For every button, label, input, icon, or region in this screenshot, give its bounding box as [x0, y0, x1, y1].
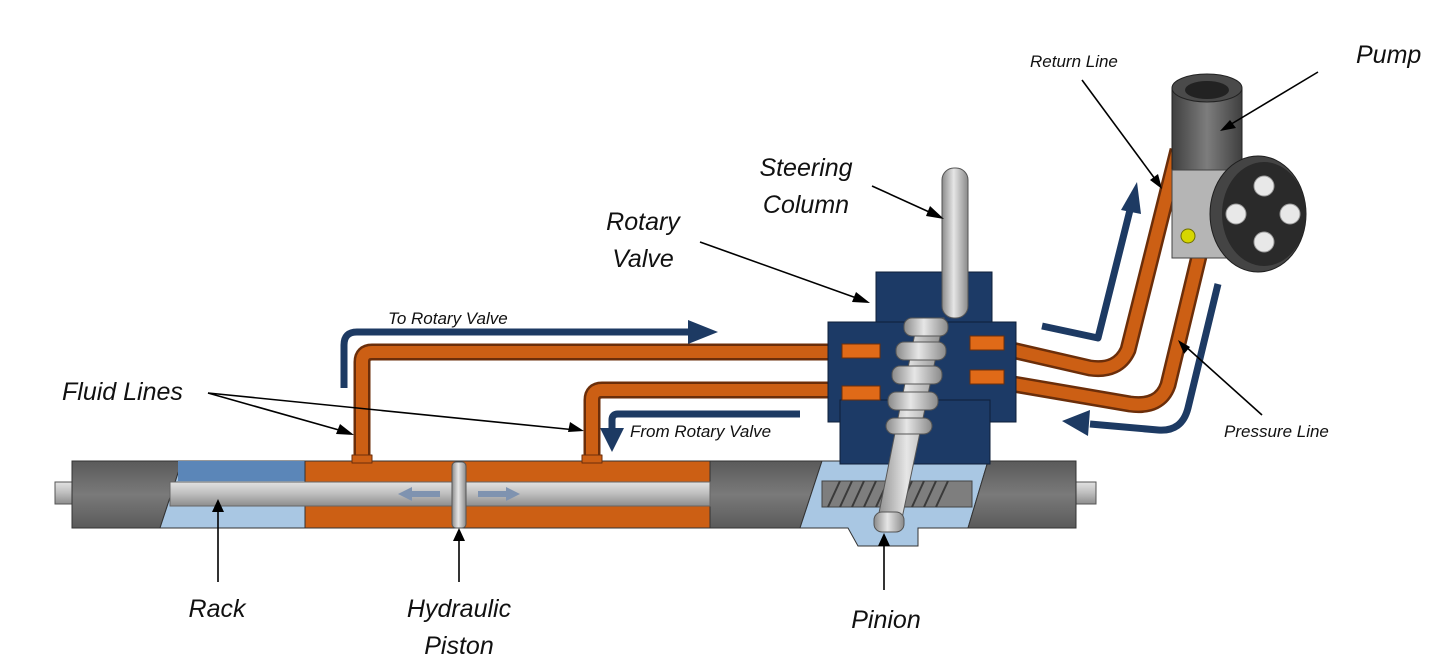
label-steering-column-line1: Steering — [759, 154, 852, 182]
label-hydraulic-piston-line1: Hydraulic — [407, 595, 512, 623]
label-rotary-valve-line2: Valve — [612, 245, 674, 273]
label-fluid-lines: Fluid Lines — [62, 378, 183, 406]
housing-right-end — [967, 460, 1077, 529]
flow-arrow-to-rotary-valve — [340, 328, 690, 388]
fluid-pipes — [351, 147, 1209, 464]
flow-arrow-pressure — [1089, 283, 1222, 434]
pump — [1171, 73, 1307, 273]
label-rack: Rack — [189, 595, 247, 623]
hydraulic-piston-disc — [451, 461, 467, 529]
labels: Steering Column Rotary Valve Fluid Lines… — [62, 41, 1421, 660]
label-rotary-valve-line1: Rotary — [606, 208, 681, 236]
flow-arrow-from-rotary-valve — [608, 410, 800, 432]
label-pump: Pump — [1356, 41, 1421, 69]
label-steering-column-line2: Column — [763, 191, 849, 219]
label-return-line: Return Line — [1030, 52, 1118, 71]
piston-travel-arrows — [398, 487, 520, 501]
label-to-rotary-valve: To Rotary Valve — [388, 309, 508, 328]
steering-column-shaft — [873, 167, 969, 533]
leader-lines — [207, 71, 1319, 590]
label-pressure-line: Pressure Line — [1224, 422, 1329, 441]
flow-arrows — [340, 182, 1222, 452]
pump-fitting — [1180, 228, 1196, 244]
label-hydraulic-piston-line2: Piston — [424, 632, 493, 660]
fluid-line-upper — [353, 343, 850, 462]
flow-arrow-return — [1041, 209, 1134, 342]
rack-housing — [54, 460, 1097, 547]
label-from-rotary-valve: From Rotary Valve — [630, 422, 771, 441]
label-pinion: Pinion — [851, 606, 921, 634]
